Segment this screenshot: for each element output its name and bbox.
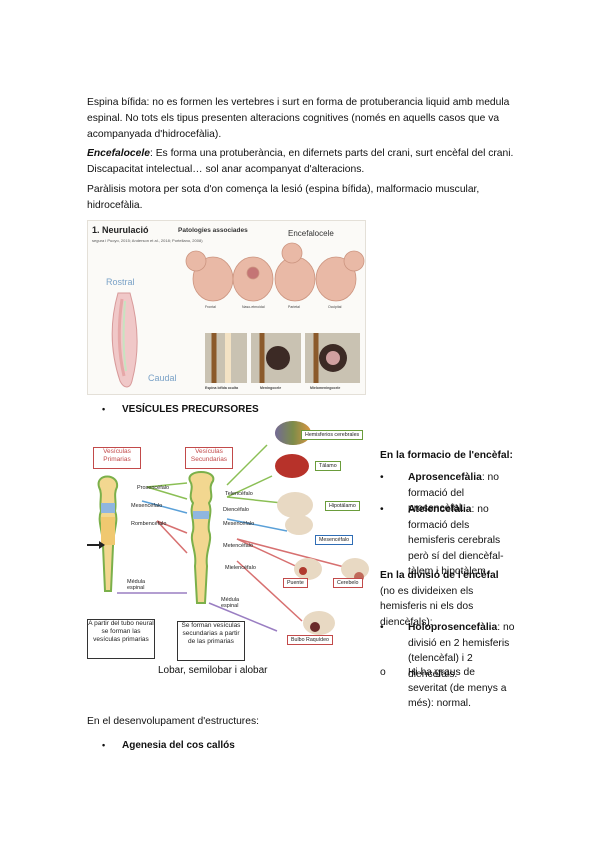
label-mielencefalo: Mielencéfalo (225, 565, 256, 571)
term-encefalocele: Encefalocele (87, 148, 150, 159)
vesicles-illustration (87, 421, 369, 635)
side-item-holoprosencefalia: • Holoprosencefàlia: no divisió en 2 hem… (380, 620, 515, 682)
side-item-aprosencefalia: • Aprosencefàlia: no formació del prosen… (380, 470, 515, 517)
side-heading-formacio-text: En la formacio de l'encèfal: (380, 450, 513, 461)
label-prosencefalo: Prosencéfalo (137, 485, 170, 491)
spine-label-mielomeningocele: Mielomeningocele (310, 386, 341, 390)
side-heading-divisio: En la divisió de l'encèfal (no es divide… (380, 568, 515, 630)
encefalocele-label: Encefalocele (288, 229, 334, 238)
label-puente: Puente (283, 578, 308, 588)
head-label-parietal: Parietal (288, 305, 300, 309)
label-diencefalo: Diencéfalo (223, 507, 249, 513)
circle-bullet: o (380, 667, 386, 678)
atelencefalia-text: Atelencefàlia: no formació dels hemisfer… (380, 502, 515, 580)
label-talamo: Tálamo (315, 461, 341, 471)
rostral-label: Rostral (106, 277, 135, 287)
bullet-agenesia: • Agenesia del cos callós (102, 740, 235, 751)
bullet-dot: • (102, 404, 106, 414)
side-heading-formacio: En la formacio de l'encèfal: (380, 448, 515, 464)
figure-caption: Lobar, semilobar i alobar (158, 665, 268, 676)
paragraph-encefalocele: Encefalocele: Es forma una protuberància… (87, 146, 517, 178)
paragraph-spina-bifida: Espina bífida: no es formen les vertebre… (87, 97, 510, 140)
aprosencefalia-term: Aprosencefàlia (408, 472, 482, 483)
encefalocele-description: : Es forma una protuberància, en diferne… (87, 148, 514, 175)
figure1-title: 1. Neurulació (92, 225, 149, 235)
note-secundarias: Se forman vesículas secundarias a partir… (177, 621, 245, 661)
holoprosencefalia-text: Holoprosencefàlia: no divisió en 2 hemis… (380, 620, 515, 682)
bullet-vesicules-text: VESÍCULES PRECURSORES (122, 404, 259, 415)
label-mesencefalo: Mesencéfalo (131, 503, 163, 509)
head-label-occipital: Occipital (328, 305, 342, 309)
label-metencefalo: Metencéfalo (223, 543, 253, 549)
bullet-dot: • (380, 504, 384, 515)
dev-heading: En el desenvolupament d'estructures: (87, 716, 259, 727)
caudal-label: Caudal (148, 373, 177, 383)
paragraph-paralisis: Paràlisis motora per sota d'on comença l… (87, 184, 480, 211)
atelencefalia-desc: : no formació dels hemisferis cerebrals … (408, 504, 504, 577)
neurulation-illustration (111, 242, 365, 388)
graus-text: Hi ha graus de severitat (de menys a més… (408, 667, 507, 709)
label-cerebelo: Cerebelo (333, 578, 363, 588)
bullet-dot: • (380, 622, 384, 633)
holoprosencefalia-term: Holoprosencefàlia (408, 622, 498, 633)
bullet-dot: • (102, 740, 106, 750)
label-telencefalo: Telencéfalo (225, 491, 253, 497)
aprosencefalia-text: Aprosencefàlia: no formació del prosencè… (380, 470, 515, 517)
figure1-citation: segura i Puoyo, 2015; Anderson et al., 2… (92, 238, 203, 243)
neurulation-figure: 1. Neurulació Patologies associades segu… (87, 220, 366, 395)
label-hemisferios: Hemisferios cerebrales (301, 430, 364, 440)
label-mesencefalo-brain: Mesencéfalo (315, 535, 354, 545)
aprosencefalia-desc: : no formació del prosencèfal. (408, 472, 500, 514)
spine-label-meningocele: Meningocele (260, 386, 282, 390)
label-hipotalamo: Hipotálamo (325, 501, 360, 511)
figure1-subtitle: Patologies associades (178, 227, 248, 234)
vesicles-figure: Vesículas Primarias Vesículas Secundaria… (87, 421, 371, 661)
side-item-atelencefalia: • Atelencefàlia: no formació dels hemisf… (380, 502, 515, 580)
holoprosencefalia-desc: : no divisió en 2 hemisferis (telencèfal… (408, 622, 515, 680)
side-item-graus: o Hi ha graus de severitat (de menys a m… (380, 665, 515, 712)
head-label-frontal: Frontal (205, 305, 216, 309)
box-secundarias: Vesículas Secundarias (185, 447, 233, 469)
note-primarias: A partir del tubo neural se forman las v… (87, 619, 155, 659)
spine-label-oculta: Espina bífida oculta (205, 386, 239, 390)
atelencefalia-term: Atelencefàlia (408, 504, 472, 515)
bullet-dot: • (380, 472, 384, 483)
bullet-agenesia-text: Agenesia del cos callós (122, 740, 235, 751)
label-medula-2: Médula espinal (221, 597, 240, 609)
divisio-heading-bold: En la divisió de l'encèfal (380, 570, 499, 581)
label-medula-1: Médula espinal (127, 579, 146, 591)
label-mesencefalo-sec: Mesencéfalo (223, 521, 255, 527)
bullet-vesicules: • VESÍCULES PRECURSORES (102, 404, 259, 415)
box-primarias: Vesículas Primarias (93, 447, 141, 469)
label-bulbo: Bulbo Raquídeo (287, 635, 333, 645)
label-rombencefalo: Rombencéfalo (131, 521, 167, 527)
head-label-naso: Naso-etmoidal (242, 305, 265, 309)
divisio-heading-rest: (no es divideixen els hemisferis ni els … (380, 585, 474, 628)
